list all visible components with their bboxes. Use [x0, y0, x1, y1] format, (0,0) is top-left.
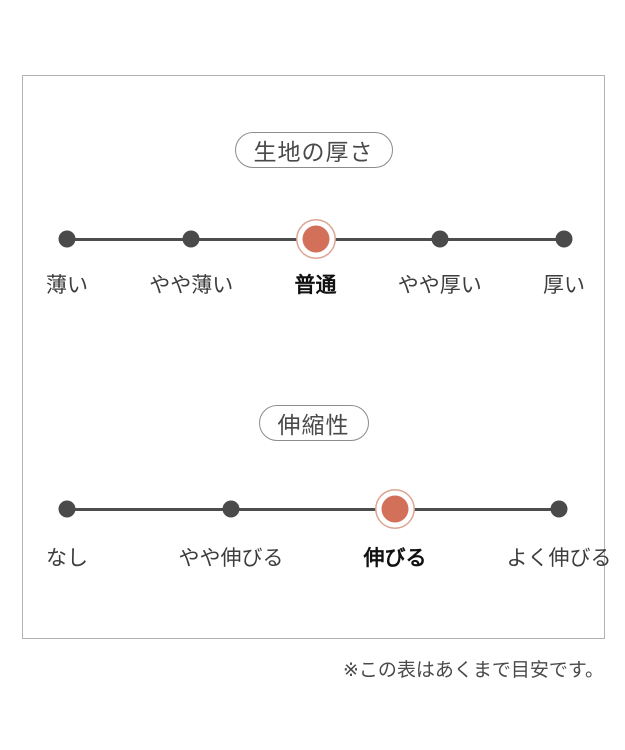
point-label: 薄い — [46, 273, 88, 297]
thickness-title: 生地の厚さ — [253, 140, 374, 166]
selected-point-label: 普通 — [294, 273, 337, 297]
stretch-scale-line — [67, 507, 559, 511]
thickness-title-pill: 生地の厚さ — [234, 132, 393, 168]
point-dot — [58, 500, 76, 518]
point-dot — [431, 230, 449, 248]
point-dot — [222, 500, 240, 518]
disclaimer-note: ※この表はあくまで目安です。 — [342, 659, 604, 681]
selected-point-dot — [302, 225, 329, 253]
point-dot — [550, 500, 568, 518]
point-label: やや厚い — [397, 273, 482, 297]
stretch-title-pill: 伸縮性 — [258, 405, 369, 441]
chart-frame: 生地の厚さ 薄い やや薄い 普通 やや厚い 厚い — [22, 75, 612, 639]
point-dot — [182, 230, 200, 248]
point-dot — [58, 230, 76, 248]
selected-point-dot — [381, 495, 409, 523]
point-dot — [555, 230, 573, 248]
stretch-title: 伸縮性 — [277, 413, 350, 439]
selected-point-label: 伸びる — [363, 546, 427, 570]
point-label: やや薄い — [149, 273, 234, 297]
point-label: 厚い — [543, 273, 585, 297]
point-label: なし — [46, 546, 88, 570]
point-label: やや伸びる — [178, 546, 284, 570]
point-label: よく伸びる — [506, 546, 612, 570]
